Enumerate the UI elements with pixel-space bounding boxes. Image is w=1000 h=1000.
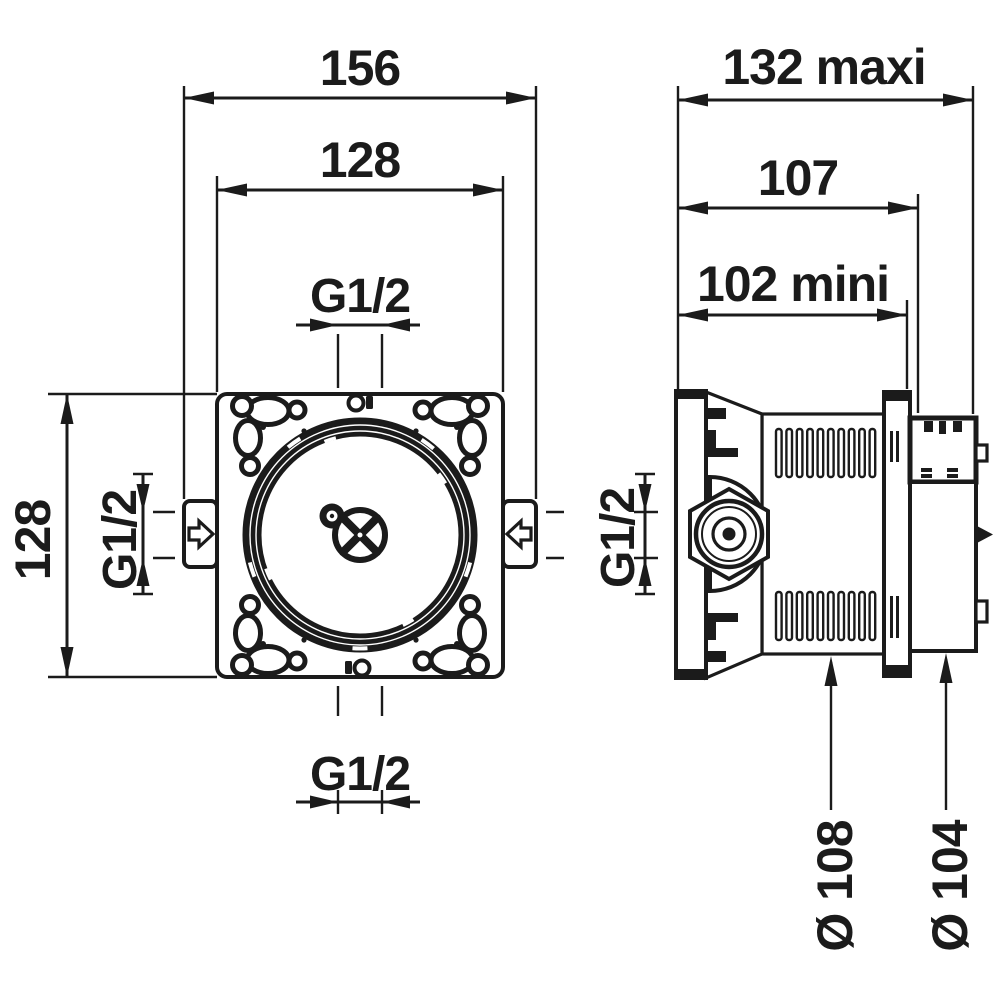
dim-depth-min-label: 102 mini bbox=[697, 256, 889, 312]
dim-diameter-body: Ø 108 bbox=[807, 656, 863, 952]
dim-depth-body-label: 107 bbox=[758, 150, 838, 206]
side-view: 132 maxi 107 102 mini G1/2 bbox=[546, 39, 993, 952]
flow-arrow-left-icon bbox=[187, 517, 216, 551]
dim-width-overall-label: 156 bbox=[320, 40, 400, 96]
side-extension-lines bbox=[546, 86, 975, 560]
sleeve-main bbox=[908, 480, 978, 653]
housing-ring bbox=[242, 417, 478, 653]
dim-diameter-sleeve: Ø 104 bbox=[922, 653, 978, 952]
dim-port-side-front-label: G1/2 bbox=[94, 490, 147, 590]
dim-depth-max: 132 maxi bbox=[678, 39, 973, 107]
sleeve-pointer bbox=[977, 526, 993, 543]
sleeve-side-tab bbox=[974, 443, 989, 463]
dim-depth-max-label: 132 maxi bbox=[722, 39, 925, 95]
dim-diameter-sleeve-label: Ø 104 bbox=[922, 819, 978, 951]
flange-ribs bbox=[890, 431, 899, 638]
dim-width-body: 128 bbox=[217, 132, 503, 197]
sleeve-cube-detail bbox=[921, 421, 962, 478]
screw-bottom bbox=[345, 658, 372, 678]
screw-top bbox=[346, 393, 373, 413]
dim-port-bottom: G1/2 bbox=[296, 748, 420, 814]
dim-port-side-front: G1/2 bbox=[94, 472, 153, 596]
dim-port-top-label: G1/2 bbox=[310, 270, 410, 323]
dim-port-bottom-label: G1/2 bbox=[310, 748, 410, 801]
flow-arrow-right-icon bbox=[504, 517, 533, 551]
dim-port-top: G1/2 bbox=[296, 270, 420, 332]
plate-steps bbox=[706, 408, 738, 662]
sleeve-notch bbox=[974, 599, 989, 624]
front-extension-lines bbox=[48, 86, 538, 716]
dim-width-overall: 156 bbox=[184, 40, 536, 105]
dim-depth-body: 107 bbox=[678, 150, 918, 215]
dim-depth-min: 102 mini bbox=[678, 256, 907, 322]
dim-height-body: 128 bbox=[5, 394, 74, 677]
front-body bbox=[182, 392, 538, 679]
port-thread-circles bbox=[693, 498, 765, 570]
rib-slots bbox=[774, 427, 877, 642]
dim-port-side-profile: G1/2 bbox=[592, 472, 658, 596]
side-body bbox=[674, 389, 993, 681]
valve-symbol bbox=[319, 503, 388, 563]
dim-diameter-body-label: Ø 108 bbox=[807, 820, 863, 951]
dim-port-side-profile-label: G1/2 bbox=[592, 488, 645, 588]
dim-width-body-label: 128 bbox=[320, 132, 401, 188]
dim-height-body-label: 128 bbox=[5, 500, 61, 581]
front-view: 156 128 G1/2 128 bbox=[5, 40, 538, 814]
